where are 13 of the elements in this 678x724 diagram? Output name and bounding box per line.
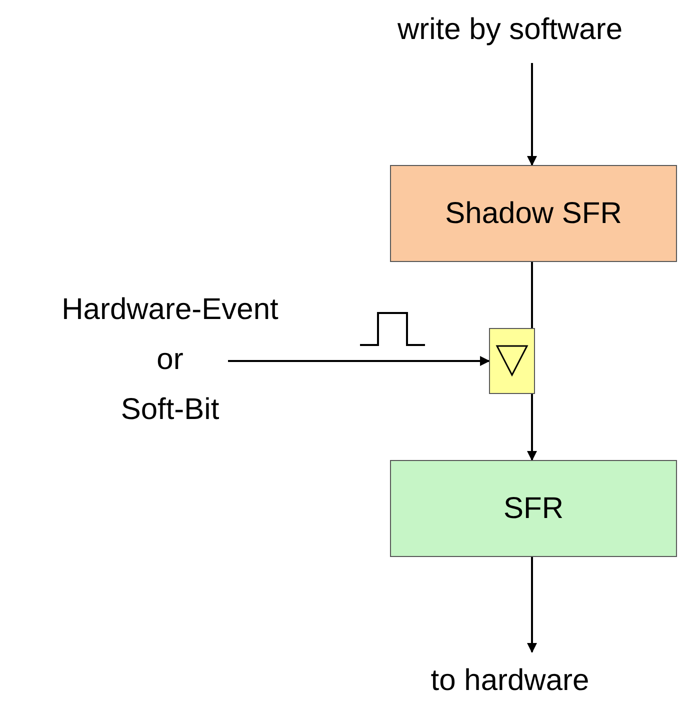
label-text: write by software — [397, 12, 623, 48]
arrow — [527, 63, 537, 166]
arrow — [228, 356, 490, 366]
register-box — [390, 460, 677, 557]
label-text: Hardware-Event or Soft-Bit — [60, 292, 280, 428]
label-text: to hardware — [430, 663, 590, 699]
arrow — [527, 394, 537, 461]
connector-line — [531, 262, 533, 328]
arrow — [527, 557, 537, 653]
box-label: Shadow SFR — [445, 196, 622, 232]
latch-box — [489, 328, 535, 394]
register-box — [390, 165, 677, 262]
box-label: SFR — [504, 490, 564, 526]
